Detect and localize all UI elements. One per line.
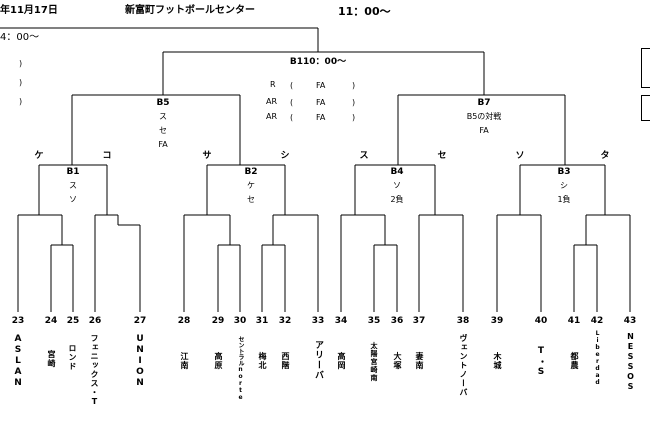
semi-b5-label: B5 [156,98,170,108]
final-row-open: ( [290,98,294,107]
final-row-open: ( [290,113,294,122]
team-number: 29 [211,316,225,326]
quarter-b4-right: セ [437,151,447,161]
team-name: セントラルnorte [237,336,244,401]
final-row-fa: FA [316,98,326,107]
team-number: 24 [44,316,58,326]
final-row-fa: FA [316,81,326,90]
final-row-close: ) [352,98,356,107]
team-name: 高原 [214,352,223,370]
semi-b7-line: FA [479,126,489,135]
quarter-b3-right: タ [600,151,610,161]
team-number: 34 [334,316,348,326]
quarter-b4-line: ソ [393,181,401,190]
left-time: 4：00〜 [0,32,40,43]
team-name: 木城 [493,352,502,370]
team-number: 36 [390,316,404,326]
team-number: 26 [88,316,102,326]
quarter-b3-line: 1負 [557,195,571,204]
header-venue: 新富町フットボールセンター [125,5,255,16]
team-number: 25 [66,316,80,326]
team-name: フェニックス・T [90,334,99,407]
final-row-role: AR [266,97,278,106]
quarter-b1-right: コ [102,151,112,161]
team-name: 江南 [180,352,189,370]
quarter-b1-label: B1 [66,167,80,177]
semi-b7-label: B7 [477,98,491,108]
team-name: T・S [536,346,546,378]
quarter-b2-label: B2 [244,167,258,177]
team-number: 33 [311,316,325,326]
semi-b7-line: B5の対戦 [466,112,502,121]
team-name: ASLAN [13,334,23,389]
quarter-b1-line: ス [69,181,77,190]
team-number: 28 [177,316,191,326]
final-row-close: ) [352,113,356,122]
team-number: 39 [490,316,504,326]
final-row-close: ) [352,81,356,90]
team-number: 41 [567,316,581,326]
right-edge-box [641,95,650,121]
team-name: 西階 [281,352,290,370]
final-row-open: ( [290,81,294,90]
final-label: B110：00〜 [289,57,347,67]
team-number: 32 [278,316,292,326]
team-number: 23 [11,316,25,326]
team-name: UNION [135,334,145,389]
header-date: 年11月17日 [0,5,58,16]
team-number: 43 [623,316,637,326]
semi-b5-line: ス [159,112,167,121]
team-number: 38 [456,316,470,326]
team-name: ロンド [68,344,77,371]
quarter-b4-line: 2負 [390,195,404,204]
team-name: アリーバ [313,340,323,380]
team-name: ヴェントノーバ [459,334,468,397]
quarter-b1-line: ソ [69,195,77,204]
team-number: 40 [534,316,548,326]
team-name: 梅北 [258,352,267,370]
team-number: 37 [412,316,426,326]
team-name: Liberdad [594,330,601,386]
team-name: 大塚 [393,352,402,370]
team-number: 27 [133,316,147,326]
team-name: 高岡 [337,352,346,370]
final-row-role: AR [266,112,278,121]
quarter-b1-left: ケ [34,151,44,161]
final-row-fa: FA [316,113,326,122]
quarter-b3-line: シ [560,181,568,190]
team-name: NESSOS [626,332,635,392]
left-mark: ) [19,97,23,106]
team-name: 妻南 [415,352,424,370]
final-row-role: R [270,80,276,89]
semi-b5-line: FA [158,140,168,149]
team-name: 太陽宮崎南 [370,342,378,382]
quarter-b2-line: ケ [247,181,255,190]
quarter-b4-left: ス [359,151,369,161]
team-name: 宮崎 [47,350,56,368]
right-edge-box [641,48,650,88]
quarter-b2-left: サ [202,151,212,161]
header-time: 11：00〜 [338,5,391,18]
team-name: 都農 [570,352,579,370]
quarter-b3-left: ソ [515,151,525,161]
quarter-b4-label: B4 [390,167,404,177]
team-number: 42 [590,316,604,326]
team-number: 30 [233,316,247,326]
quarter-b3-label: B3 [557,167,571,177]
team-number: 35 [367,316,381,326]
quarter-b2-line: セ [247,195,255,204]
team-number: 31 [255,316,269,326]
left-mark: ) [19,78,23,87]
left-mark: ) [19,59,23,68]
quarter-b2-right: シ [280,151,290,161]
semi-b5-line: セ [159,126,167,135]
